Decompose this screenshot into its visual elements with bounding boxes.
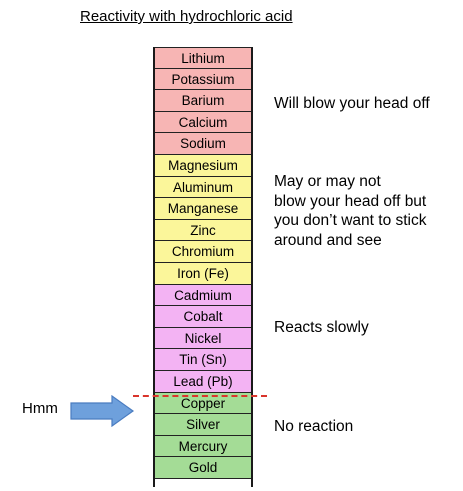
metal-barium: Barium bbox=[155, 90, 251, 112]
metal-calcium: Calcium bbox=[155, 111, 251, 134]
metal-copper: Copper bbox=[155, 392, 251, 415]
pointer-label: Hmm bbox=[22, 400, 58, 417]
label-reactive-line-1: May or may not bbox=[274, 173, 381, 190]
metal-sodium: Sodium bbox=[155, 133, 251, 155]
metal-nickel: Nickel bbox=[155, 327, 251, 350]
label-very-reactive: Will blow your head off bbox=[274, 95, 430, 112]
metal-cobalt: Cobalt bbox=[155, 306, 251, 328]
label-no-reaction: No reaction bbox=[274, 418, 354, 435]
metal-aluminum: Aluminum bbox=[155, 176, 251, 199]
reactivity-divider bbox=[133, 395, 267, 397]
metal-cadmium: Cadmium bbox=[155, 284, 251, 307]
pointer-arrow-icon bbox=[70, 395, 135, 427]
metal-potassium: Potassium bbox=[155, 68, 251, 91]
label-reactive-line-3: you don’t want to stick bbox=[274, 212, 427, 229]
metal-lithium: Lithium bbox=[155, 47, 251, 69]
metal-manganese: Manganese bbox=[155, 198, 251, 220]
metal-magnesium: Magnesium bbox=[155, 155, 251, 177]
label-reactive-line-4: around and see bbox=[274, 231, 382, 249]
metal-zinc: Zinc bbox=[155, 219, 251, 242]
metal-iron-fe: Iron (Fe) bbox=[155, 263, 251, 285]
metal-mercury: Mercury bbox=[155, 435, 251, 458]
metal-chromium: Chromium bbox=[155, 241, 251, 263]
metal-silver: Silver bbox=[155, 414, 251, 436]
label-reacts-slowly: Reacts slowly bbox=[274, 319, 369, 336]
label-reactive: May or may not blow your head off but yo… bbox=[274, 172, 427, 250]
metal-tin-sn: Tin (Sn) bbox=[155, 349, 251, 371]
label-reactive-line-2: blow your head off but bbox=[274, 192, 427, 210]
metal-gold: Gold bbox=[155, 457, 251, 479]
metal-lead-pb: Lead (Pb) bbox=[155, 371, 251, 393]
diagram-title: Reactivity with hydrochloric acid bbox=[80, 8, 293, 25]
